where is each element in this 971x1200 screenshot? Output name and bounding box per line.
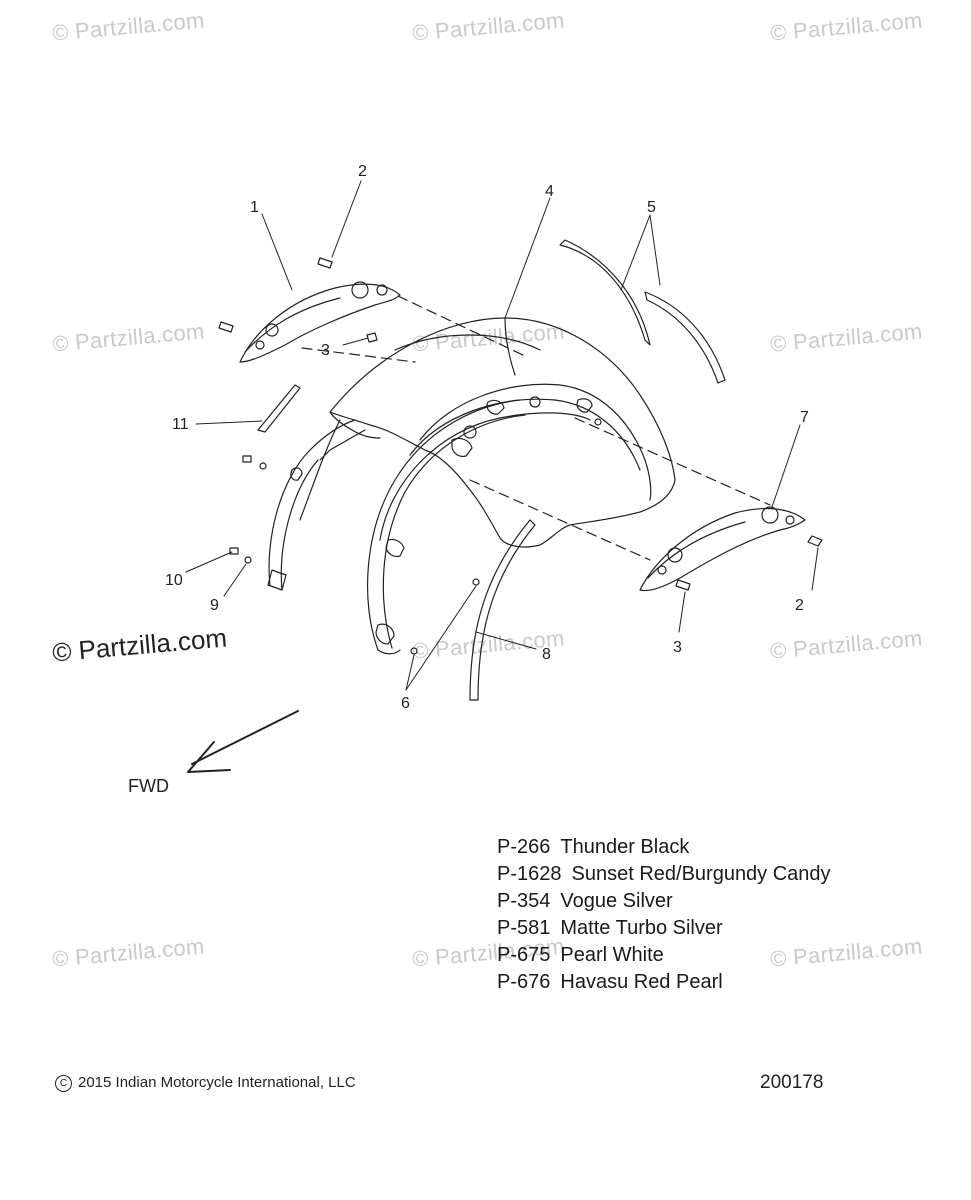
copyright-text: 2015 Indian Motorcycle International, LL… <box>78 1074 356 1091</box>
callout-7: 7 <box>800 409 809 426</box>
assembly-lines <box>301 295 771 561</box>
paint-name: Havasu Red Pearl <box>560 971 723 993</box>
callout-6: 6 <box>401 695 410 712</box>
paint-code: P-676 <box>497 971 551 993</box>
paint-code-list: P-266 Thunder Black P-1628 Sunset Red/Burg… <box>497 834 831 996</box>
diagram-number: 200178 <box>760 1072 824 1093</box>
paint-row: P-1628 Sunset Red/Burgundy Candy <box>497 861 831 888</box>
fender-trim-strip <box>469 519 536 701</box>
fasteners <box>218 257 823 655</box>
callout-5: 5 <box>647 199 656 216</box>
paint-row: P-675 Pearl White <box>497 942 831 969</box>
callout-11: 11 <box>172 416 189 433</box>
paint-code: P-675 <box>497 944 551 966</box>
fwd-label: FWD <box>128 776 169 796</box>
paint-code: P-266 <box>497 836 551 858</box>
paint-row: P-581 Matte Turbo Silver <box>497 915 831 942</box>
right-rail-cover <box>639 506 806 592</box>
small-trim-piece <box>257 384 301 433</box>
callout-3-right: 3 <box>673 639 682 656</box>
paint-code: P-354 <box>497 890 551 912</box>
paint-name: Sunset Red/Burgundy Candy <box>571 863 831 885</box>
callout-3: 3 <box>321 342 330 359</box>
copyright-icon: C <box>55 1075 72 1092</box>
paint-name: Thunder Black <box>560 836 690 858</box>
paint-name: Vogue Silver <box>560 890 673 912</box>
callout-9: 9 <box>210 597 219 614</box>
paint-row: P-354 Vogue Silver <box>497 888 831 915</box>
callout-2-right: 2 <box>795 597 804 614</box>
copyright-notice: C 2015 Indian Motorcycle International, L… <box>55 1074 356 1092</box>
callout-1: 1 <box>250 199 259 216</box>
leader-lines <box>185 180 819 691</box>
left-rail-cover <box>239 281 401 363</box>
paint-row: P-266 Thunder Black <box>497 834 831 861</box>
paint-row: P-676 Havasu Red Pearl <box>497 969 831 996</box>
paint-name: Pearl White <box>560 944 664 966</box>
trim-strips <box>559 239 726 384</box>
paint-code: P-581 <box>497 917 551 939</box>
callout-4: 4 <box>545 183 554 200</box>
callout-8: 8 <box>542 646 551 663</box>
paint-name: Matte Turbo Silver <box>560 917 723 939</box>
callout-2: 2 <box>358 163 367 180</box>
callout-10: 10 <box>165 572 183 589</box>
paint-code: P-1628 <box>497 863 562 885</box>
fwd-arrow <box>187 710 299 773</box>
rear-fender-shell <box>267 317 676 655</box>
